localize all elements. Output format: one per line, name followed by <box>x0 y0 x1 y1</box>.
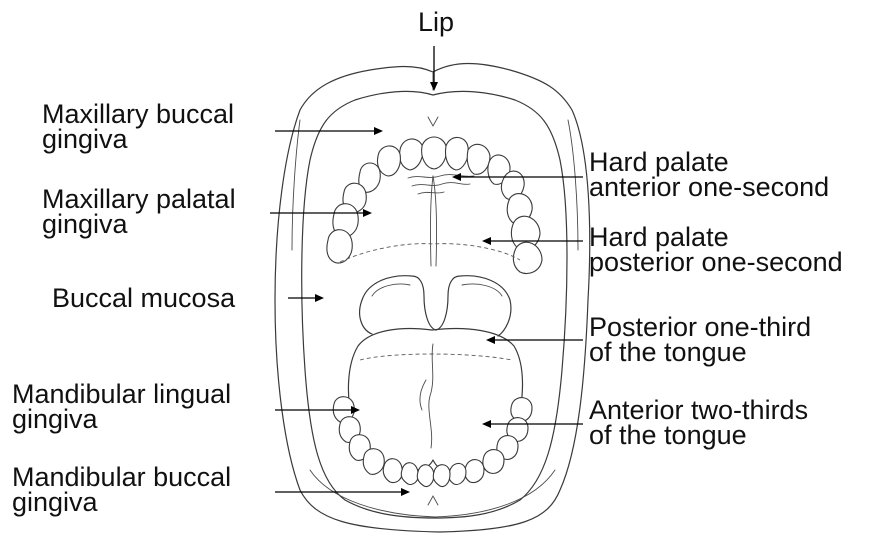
label-posterior-tongue: Posterior one-third of the tongue <box>589 315 811 365</box>
label-line-1: Buccal mucosa <box>52 286 235 311</box>
label-mandibular-lingual-gingiva: Mandibular lingual gingiva <box>12 382 231 432</box>
label-line-2: gingiva <box>12 407 231 432</box>
label-anterior-tongue: Anterior two-thirds of the tongue <box>589 398 808 448</box>
label-maxillary-palatal-gingiva: Maxillary palatal gingiva <box>42 187 236 237</box>
soft-palate-outline <box>362 276 511 336</box>
label-line-2: gingiva <box>42 212 236 237</box>
label-line-2: of the tongue <box>589 340 811 365</box>
label-hard-palate-anterior: Hard palate anterior one-second <box>589 150 829 200</box>
label-lip: Lip <box>418 10 454 35</box>
label-maxillary-buccal-gingiva: Maxillary buccal gingiva <box>42 102 234 152</box>
label-mandibular-buccal-gingiva: Mandibular buccal gingiva <box>12 465 231 515</box>
label-lip-text: Lip <box>418 10 454 35</box>
label-buccal-mucosa: Buccal mucosa <box>52 286 235 311</box>
label-line-2: gingiva <box>42 127 234 152</box>
label-line-2: anterior one-second <box>589 175 829 200</box>
label-line-2: of the tongue <box>589 423 808 448</box>
lower-teeth <box>333 397 532 487</box>
label-line-2: gingiva <box>12 490 231 515</box>
label-hard-palate-posterior: Hard palate posterior one-second <box>589 225 843 275</box>
label-line-2: posterior one-second <box>589 250 843 275</box>
upper-teeth <box>327 137 542 274</box>
